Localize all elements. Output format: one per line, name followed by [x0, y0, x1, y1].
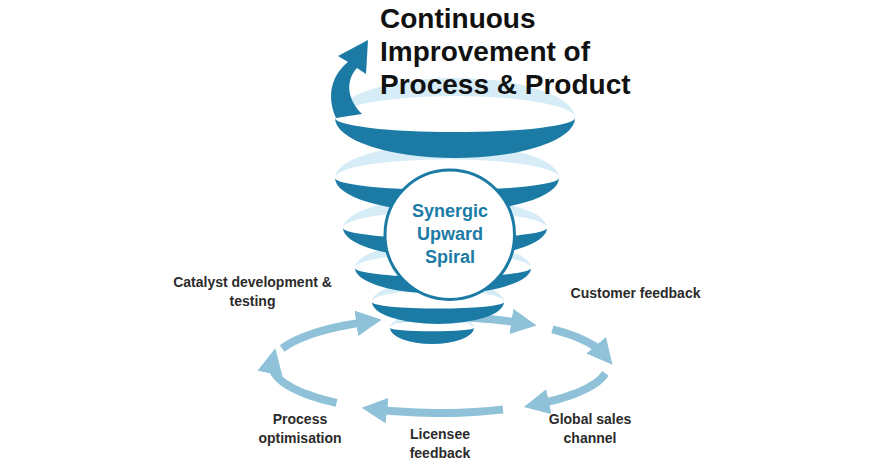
spiral-band	[335, 118, 575, 158]
upward-spiral	[335, 78, 575, 344]
spiral-arrowhead	[331, 40, 368, 118]
swirl-arrow	[374, 409, 503, 413]
cycle-label: Global sales channel	[530, 410, 650, 448]
swirl-arrow	[272, 361, 337, 403]
swirl-arrow	[282, 321, 369, 348]
spiral-circle: Synergic Upward Spiral	[383, 168, 516, 301]
spiral-band	[372, 302, 504, 324]
cycle-label: Licensee feedback	[390, 425, 490, 463]
cycle-label: Process optimisation	[240, 410, 360, 448]
swirl-arrow	[536, 373, 605, 404]
circle-shape	[385, 170, 514, 299]
cycle-label: Customer feedback	[548, 284, 723, 303]
cycle-label: Catalyst development & testing	[160, 273, 345, 311]
title: Continuous Improvement of Process & Prod…	[380, 2, 670, 101]
feedback-swirl	[272, 317, 605, 413]
swirl-arrow	[552, 329, 604, 355]
spiral-band	[390, 328, 474, 344]
circle-text: Synergic Upward Spiral	[400, 200, 500, 269]
